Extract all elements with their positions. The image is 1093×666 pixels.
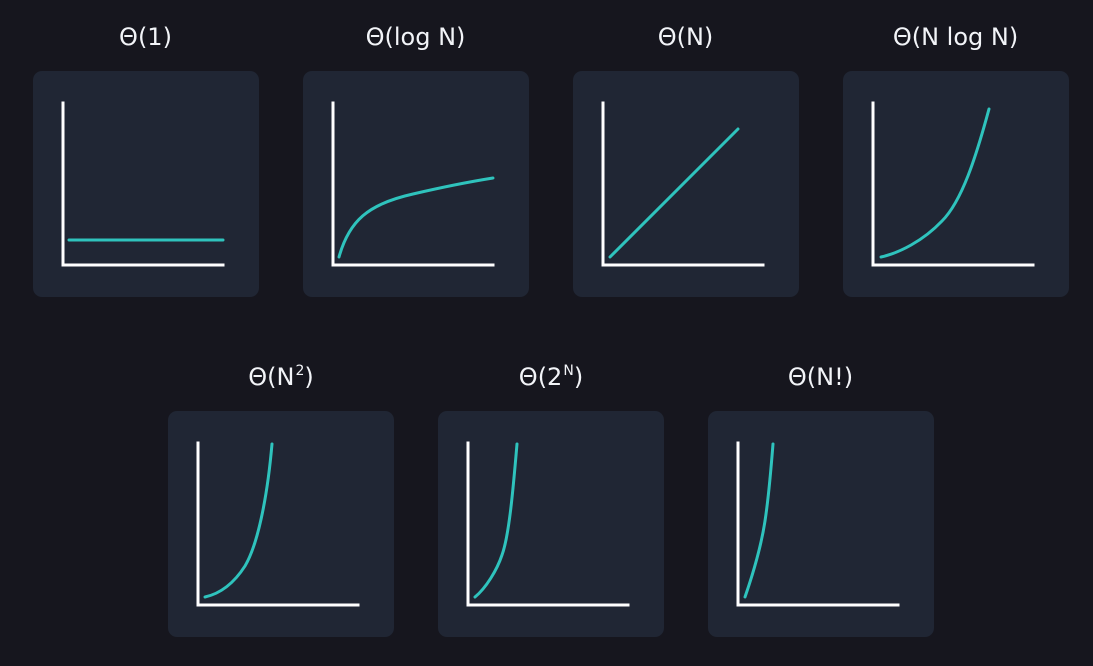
growth-curve-quadratic (203, 442, 274, 599)
panel-title: Θ(log N) (365, 23, 466, 51)
chart-card (573, 71, 799, 297)
card-background (573, 71, 799, 297)
complexity-plot (708, 411, 934, 637)
card-background (438, 411, 664, 637)
plot-axes (331, 101, 495, 267)
panel-title: Θ(2N) (518, 363, 584, 391)
panel-title: Θ(N) (657, 23, 714, 51)
chart-card (168, 411, 394, 637)
growth-curve-linear (608, 127, 740, 259)
plot-axes (196, 441, 360, 607)
growth-curve-exponential (473, 442, 519, 599)
panel-title: Θ(N log N) (892, 23, 1019, 51)
complexity-plot (438, 411, 664, 637)
card-background (33, 71, 259, 297)
chart-card (303, 71, 529, 297)
chart-card (33, 71, 259, 297)
panel-title: Θ(N!) (787, 363, 854, 391)
panel-title: Θ(1) (119, 23, 172, 51)
plot-axes (736, 441, 900, 607)
complexity-plot (33, 71, 259, 297)
card-background (168, 411, 394, 637)
growth-curve-linearithmic (879, 107, 991, 259)
growth-curve-logarithmic (337, 176, 495, 259)
growth-curve-factorial (743, 442, 775, 599)
panel-title: Θ(N2) (248, 363, 314, 391)
chart-card (438, 411, 664, 637)
plot-axes (466, 441, 630, 607)
complexity-plot (573, 71, 799, 297)
chart-card (843, 71, 1069, 297)
complexity-plot (168, 411, 394, 637)
plot-axes (61, 101, 225, 267)
plot-axes (601, 101, 765, 267)
complexity-plot (303, 71, 529, 297)
complexity-plot (843, 71, 1069, 297)
plot-axes (871, 101, 1035, 267)
chart-card (708, 411, 934, 637)
card-background (303, 71, 529, 297)
card-background (708, 411, 934, 637)
card-background (843, 71, 1069, 297)
